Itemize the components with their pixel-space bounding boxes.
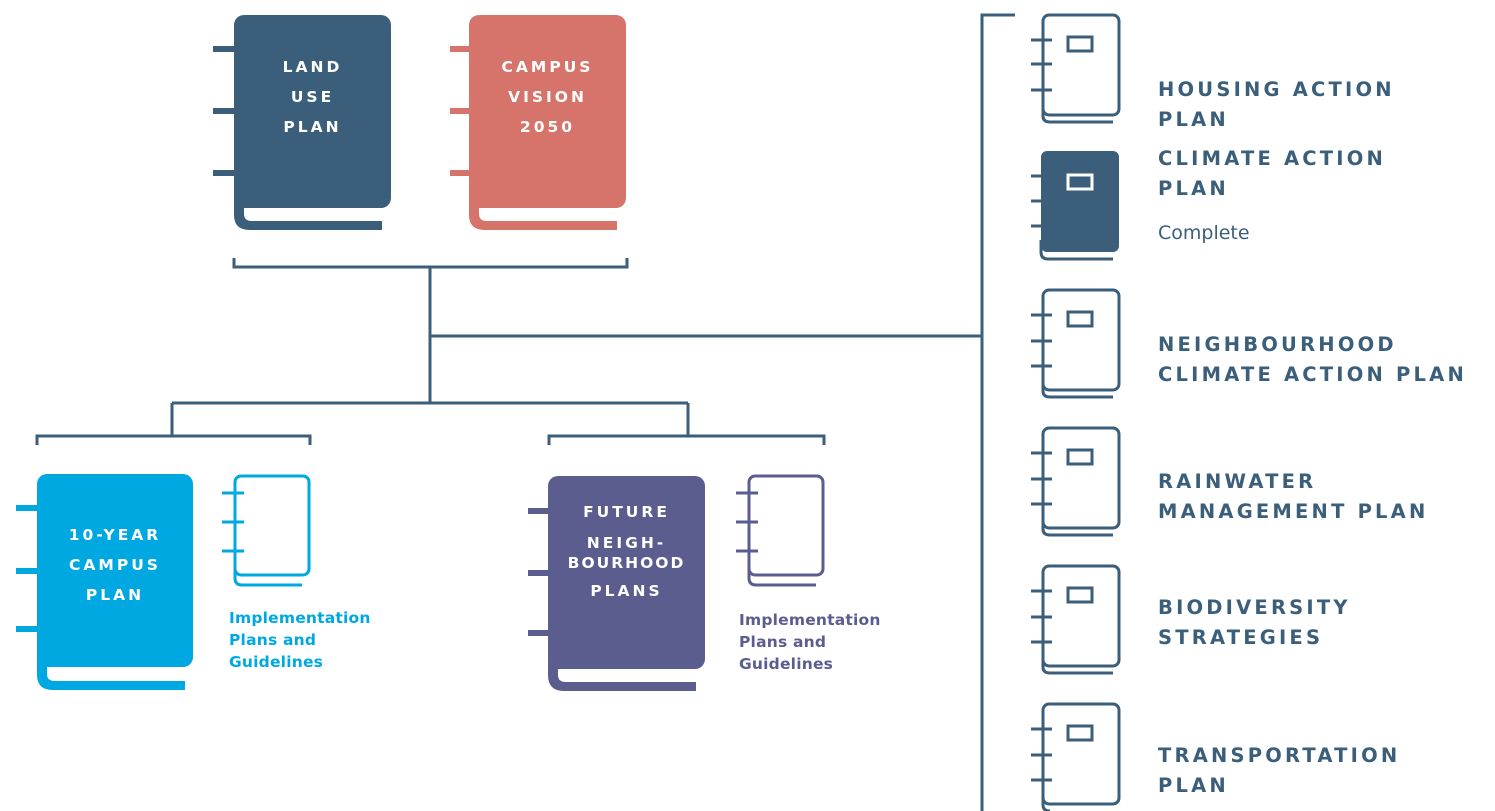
climate-title-line-2: PLAN [1158,177,1229,200]
neighbourhood-climate-plan-book-icon [1031,288,1121,399]
rainwater-plan-book-icon [1031,426,1121,537]
campus-plan-book [16,474,193,690]
neighbourhood-plans-book [528,476,705,691]
left-group-bracket [35,434,312,445]
campus-vision-book [450,15,626,230]
campus-implementation-line-1: Implementation [229,609,371,627]
neighbourhood-implementation-line-3: Guidelines [739,655,834,673]
campus-implementation-line-3: Guidelines [229,653,324,671]
neighbourhood-plans-label: FUTURE NEIGH- BOURHOOD PLANS [548,500,705,604]
housing-title-line-1: HOUSING ACTION [1158,78,1395,101]
climate-action-plan-title: CLIMATE ACTION PLAN [1158,144,1386,204]
campus-plan-line-1: 10-YEAR [68,526,162,544]
housing-plan-book-icon [1031,13,1121,124]
neighbourhood-plans-line-1: FUTURE [583,503,670,521]
top-books-bracket [232,258,629,269]
land-use-plan-line-2: USE [290,88,335,106]
housing-title-line-2: PLAN [1158,108,1229,131]
campus-plan-line-2: CAMPUS [69,556,161,574]
campus-implementation-caption: Implementation Plans and Guidelines [229,607,371,673]
transportation-title-line-1: TRANSPORTATION [1158,744,1401,767]
side-column-rail [980,13,1015,811]
climate-action-plan-book-icon [1031,151,1119,261]
neighbourhood-climate-plan-title: NEIGHBOURHOOD CLIMATE ACTION PLAN [1158,330,1467,390]
neighbourhood-plans-line-4: PLANS [590,582,663,600]
rainwater-title-line-2: MANAGEMENT PLAN [1158,500,1429,523]
campus-vision-line-1: CAMPUS [501,58,594,76]
rainwater-plan-title: RAINWATER MANAGEMENT PLAN [1158,467,1429,527]
connector-lines [35,13,1015,811]
neighbourhood-implementation-book-icon [736,474,825,587]
neighbourhood-implementation-line-1: Implementation [739,611,881,629]
biodiversity-book-icon [1031,564,1121,675]
campus-plan-line-3: PLAN [85,586,145,604]
climate-action-status: Complete [1158,222,1250,244]
campus-implementation-line-2: Plans and [229,631,317,649]
neighbourhood-implementation-line-2: Plans and [739,633,827,651]
campus-plan-label: 10-YEAR CAMPUS PLAN [37,520,193,610]
campus-vision-label: CAMPUS VISION 2050 [469,52,626,142]
campus-vision-line-2: VISION [508,88,587,106]
neighbourhood-plans-line-3: BOURHOOD [567,554,686,572]
neighbourhood-climate-title-line-2: CLIMATE ACTION PLAN [1158,363,1467,386]
transportation-plan-book-icon [1031,702,1121,811]
neighbourhood-implementation-caption: Implementation Plans and Guidelines [739,609,881,675]
land-use-plan-line-1: LAND [282,58,343,76]
biodiversity-strategies-title: BIODIVERSITY STRATEGIES [1158,593,1351,653]
transportation-title-line-2: PLAN [1158,774,1229,797]
transportation-plan-title: TRANSPORTATION PLAN [1158,741,1400,801]
campus-implementation-book-icon [222,474,311,587]
biodiversity-title-line-2: STRATEGIES [1158,626,1324,649]
land-use-plan-book [213,15,391,230]
biodiversity-title-line-1: BIODIVERSITY [1158,596,1351,619]
land-use-plan-line-3: PLAN [283,118,342,136]
rainwater-title-line-1: RAINWATER [1158,470,1317,493]
climate-title-line-1: CLIMATE ACTION [1158,147,1387,170]
neighbourhood-plans-line-2: NEIGH- [586,534,667,552]
land-use-plan-label: LAND USE PLAN [234,52,391,142]
campus-vision-line-3: 2050 [519,118,576,136]
right-group-bracket [547,434,826,445]
neighbourhood-climate-title-line-1: NEIGHBOURHOOD [1158,333,1397,356]
housing-action-plan-title: HOUSING ACTION PLAN [1158,75,1395,135]
